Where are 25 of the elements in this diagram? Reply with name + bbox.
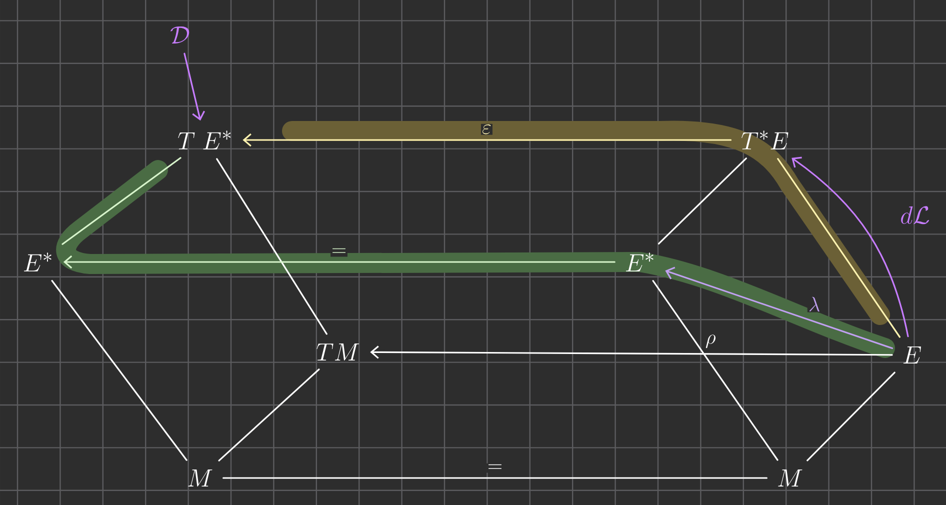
arrow <box>665 266 894 350</box>
connector-line <box>652 280 778 461</box>
math-label: $E^{*}$ <box>626 252 654 272</box>
math-label: $T\;E^{*}$ <box>178 130 231 150</box>
math-label: $T^{*}E$ <box>742 130 788 150</box>
math-label: $M$ <box>778 470 802 486</box>
connector-line <box>658 158 748 244</box>
arrow <box>242 133 732 147</box>
math-label: $TM$ <box>316 344 360 360</box>
connector-line <box>51 280 188 461</box>
math-label: $E^{*}$ <box>24 252 52 272</box>
edge-label: $d\mathcal{L}$ <box>901 206 930 224</box>
math-label: $\mathcal{D}$ <box>170 26 190 44</box>
arrow <box>184 52 206 121</box>
math-label: $E$ <box>903 346 921 364</box>
connector-line <box>222 477 768 479</box>
connector-line <box>777 158 901 338</box>
arrow <box>370 346 893 359</box>
math-label: $M$ <box>188 470 212 486</box>
connector-line <box>62 157 182 245</box>
connector-line <box>218 368 320 462</box>
arrow <box>63 255 616 269</box>
connector-line <box>216 158 328 335</box>
arrow <box>792 156 909 338</box>
connector-line <box>806 372 896 462</box>
